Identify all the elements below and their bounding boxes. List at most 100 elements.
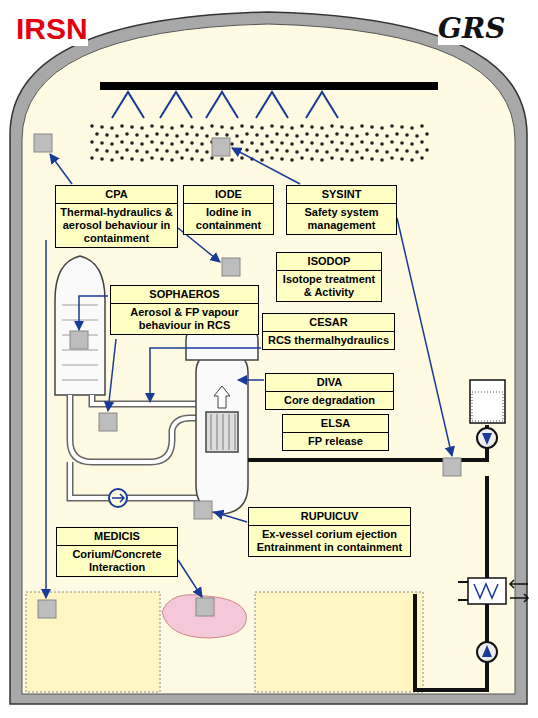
spray-droplet — [345, 149, 349, 153]
spray-droplet — [265, 134, 269, 138]
external-components — [468, 578, 506, 604]
reactor-coolant-system — [196, 350, 248, 514]
spray-droplet — [350, 142, 354, 146]
leader-line — [45, 240, 47, 598]
spray-droplet — [330, 124, 334, 128]
spray-droplet — [190, 157, 194, 161]
spray-droplet — [210, 156, 214, 160]
spray-droplet — [385, 134, 389, 138]
spray-droplet — [230, 158, 234, 162]
spray-droplet — [260, 158, 264, 162]
spray-droplet — [290, 158, 294, 162]
reactor-coolant-system — [206, 412, 238, 452]
coupling-point — [38, 600, 56, 618]
module-box: DIVACore degradation — [265, 373, 394, 410]
spray-droplet — [265, 150, 269, 154]
spray-droplet — [375, 133, 379, 137]
irsn-logo: IRSN — [16, 12, 88, 46]
spray-droplet — [175, 134, 179, 138]
coupling-point — [222, 258, 240, 276]
module-description: Safety system management — [287, 204, 396, 234]
spray-droplet — [200, 158, 204, 162]
external-components — [458, 380, 528, 662]
module-name: RUPUICUV — [249, 508, 410, 526]
reactor-coolant-system — [55, 256, 258, 514]
module-name: DIVA — [266, 374, 393, 392]
coupling-point — [443, 458, 461, 476]
compartments — [255, 592, 423, 692]
spray-droplet — [370, 125, 374, 129]
spray-droplet — [90, 140, 94, 144]
spray-droplet — [310, 125, 314, 129]
spray-droplet — [420, 124, 424, 128]
spray-droplet — [375, 149, 379, 153]
module-name: SYSINT — [287, 186, 396, 204]
spray-droplet — [360, 140, 364, 144]
spray-droplet — [155, 132, 159, 136]
spray-droplet — [355, 134, 359, 138]
spray-droplet — [380, 158, 384, 162]
leader-line — [178, 560, 202, 597]
spray-droplet — [305, 148, 309, 152]
spray-droplet — [320, 142, 324, 146]
spray-droplet — [295, 134, 299, 138]
module-description: Iodine in containment — [184, 204, 273, 234]
spray-droplet — [200, 126, 204, 130]
spray-droplet — [340, 125, 344, 129]
reactor-coolant-system — [62, 365, 98, 366]
module-box: ISODOPIsotope treatment & Activity — [276, 252, 382, 302]
reactor-coolant-system — [229, 414, 230, 450]
spray-droplet — [185, 132, 189, 136]
leader-line — [50, 154, 72, 184]
spray-droplet — [310, 157, 314, 161]
reactor-coolant-system — [62, 350, 98, 351]
spray-droplet — [115, 134, 119, 138]
spray-droplet — [300, 124, 304, 128]
spray-droplet — [300, 140, 304, 144]
spray-droplet — [410, 126, 414, 130]
spray-droplet — [295, 150, 299, 154]
spray-droplets — [90, 124, 429, 162]
spray-droplet — [120, 156, 124, 160]
spray-droplet — [410, 158, 414, 162]
spray-droplet — [165, 149, 169, 153]
spray-droplet — [240, 124, 244, 128]
reactor-coolant-system — [62, 320, 98, 321]
module-name: MEDICIS — [57, 528, 177, 546]
spray-droplet — [290, 142, 294, 146]
spray-droplet — [100, 141, 104, 145]
spray-droplet — [230, 126, 234, 130]
reactor-coolant-system — [109, 489, 127, 507]
spray-droplet — [415, 150, 419, 154]
spray-droplet — [110, 142, 114, 146]
spray-droplet — [255, 133, 259, 137]
spray-droplet — [345, 133, 349, 137]
spray-droplet — [285, 149, 289, 153]
spray-droplet — [415, 134, 419, 138]
spray-droplet — [115, 150, 119, 154]
spray-droplet — [95, 148, 99, 152]
spray-droplet — [325, 134, 329, 138]
spray-droplet — [195, 133, 199, 137]
module-box: SOPHAEROSAerosol & FP vapour behaviour i… — [110, 285, 259, 335]
spray-droplet — [140, 158, 144, 162]
module-description: Ex-vessel corium ejection Entrainment in… — [249, 526, 410, 556]
external-loop — [248, 425, 487, 690]
spray-droplet — [135, 133, 139, 137]
spray-droplet — [150, 140, 154, 144]
spray-droplet — [310, 141, 314, 145]
module-name: ISODOP — [277, 253, 381, 271]
spray-droplet — [320, 126, 324, 130]
spray-droplet — [245, 148, 249, 152]
spray-droplet — [280, 125, 284, 129]
spray-droplet — [335, 132, 339, 136]
spray-droplet — [100, 125, 104, 129]
spray-droplet — [125, 132, 129, 136]
containment-wall — [10, 12, 527, 704]
module-description: Thermal-hydraulics & aerosol behaviour i… — [56, 204, 177, 247]
spray-droplet — [390, 156, 394, 160]
spray-droplet — [405, 133, 409, 137]
spray-droplet — [110, 158, 114, 162]
spray-droplet — [125, 148, 129, 152]
